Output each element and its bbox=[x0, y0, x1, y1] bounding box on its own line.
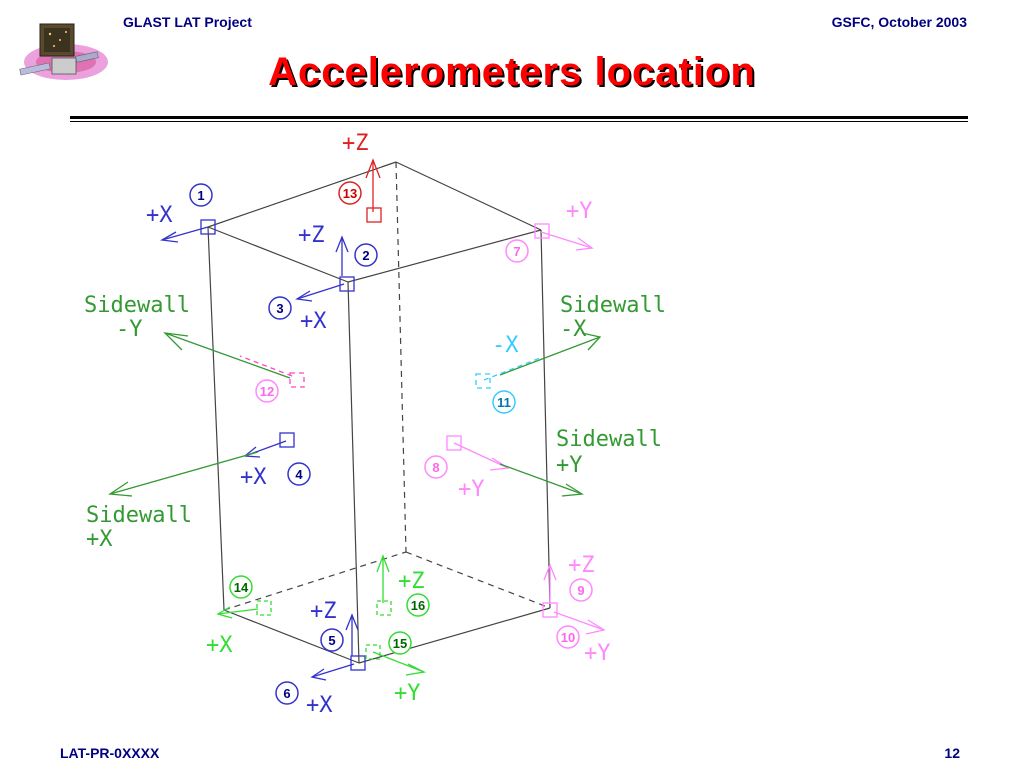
title-rule-thin bbox=[70, 121, 968, 122]
svg-text:12: 12 bbox=[260, 384, 274, 399]
arrow-3-x bbox=[295, 276, 355, 302]
label-sidewall-pos-x-1: Sidewall bbox=[86, 503, 192, 528]
svg-text:14: 14 bbox=[234, 580, 249, 595]
arrow-14-x bbox=[216, 600, 272, 619]
marker-15: 15 bbox=[388, 631, 412, 655]
svg-text:16: 16 bbox=[411, 598, 425, 613]
svg-text:6: 6 bbox=[283, 686, 290, 701]
marker-1: 1 bbox=[189, 183, 213, 207]
marker-16: 16 bbox=[406, 593, 430, 617]
svg-text:8: 8 bbox=[432, 460, 439, 475]
arrow-10-y bbox=[553, 611, 606, 635]
label-sidewall-pos-x-2: +X bbox=[86, 527, 113, 552]
svg-text:2: 2 bbox=[362, 248, 369, 263]
svg-text:4: 4 bbox=[295, 467, 303, 482]
label-sidewall-pos-y-2: +Y bbox=[556, 453, 583, 478]
box-hidden-edges bbox=[223, 161, 551, 611]
arrow-9-z bbox=[542, 563, 558, 618]
marker-11: 11 bbox=[492, 390, 516, 414]
marker-3: 3 bbox=[268, 296, 292, 320]
footer-doc-id: LAT-PR-0XXXX bbox=[60, 745, 160, 761]
svg-text:10: 10 bbox=[561, 630, 575, 645]
label-sidewall-neg-y-2: -Y bbox=[116, 317, 143, 342]
marker-14: 14 bbox=[229, 575, 253, 599]
label-y8: +Y bbox=[458, 477, 485, 502]
arrow-sidewall-pos-x bbox=[108, 451, 259, 497]
slide-title: Accelerometers location bbox=[268, 50, 756, 94]
svg-text:13: 13 bbox=[343, 186, 357, 201]
label-z16: +Z bbox=[398, 569, 425, 594]
marker-2: 2 bbox=[354, 243, 378, 267]
marker-13: 13 bbox=[338, 181, 362, 205]
marker-7: 7 bbox=[505, 239, 529, 263]
label-x14: +X bbox=[206, 633, 233, 658]
box-frame bbox=[207, 161, 551, 664]
label-z2: +Z bbox=[298, 223, 325, 248]
label-x4: +X bbox=[240, 465, 267, 490]
header-date: GSFC, October 2003 bbox=[831, 14, 967, 30]
svg-text:3: 3 bbox=[276, 301, 283, 316]
marker-8: 8 bbox=[424, 455, 448, 479]
marker-9: 9 bbox=[569, 578, 593, 602]
arrow-15-y bbox=[365, 644, 427, 676]
glast-logo bbox=[14, 14, 114, 90]
arrow-sidewall-pos-y bbox=[499, 463, 584, 497]
marker-4: 4 bbox=[287, 462, 311, 486]
label-z5: +Z bbox=[310, 599, 337, 624]
svg-text:7: 7 bbox=[513, 244, 520, 259]
label-x6: +X bbox=[306, 693, 333, 718]
arrow-1-x bbox=[159, 219, 216, 243]
arrow-sidewall-neg-x bbox=[499, 332, 602, 376]
arrow-5-z bbox=[345, 613, 366, 671]
marker-10: 10 bbox=[556, 625, 580, 649]
label-top-z: +Z bbox=[342, 131, 369, 156]
svg-text:5: 5 bbox=[328, 633, 335, 648]
marker-12: 12 bbox=[255, 379, 279, 403]
arrow-13-z bbox=[365, 158, 382, 223]
label-x3: +X bbox=[300, 309, 327, 334]
label-sidewall-neg-x-2: -X bbox=[560, 317, 587, 342]
label-sidewall-pos-y-1: Sidewall bbox=[556, 427, 662, 452]
footer-page-number: 12 bbox=[944, 745, 960, 761]
label-y10: +Y bbox=[584, 641, 611, 666]
label-sidewall-neg-x-1: Sidewall bbox=[560, 293, 666, 318]
svg-text:11: 11 bbox=[497, 395, 511, 410]
marker-6: 6 bbox=[275, 681, 299, 705]
arrow-12-dashed bbox=[239, 355, 305, 388]
arrow-16-z bbox=[376, 554, 392, 616]
marker-5: 5 bbox=[320, 628, 344, 652]
svg-text:15: 15 bbox=[393, 636, 407, 651]
arrow-11-dashed bbox=[475, 357, 541, 389]
arrow-7-y bbox=[534, 223, 594, 251]
title-rule bbox=[70, 116, 968, 119]
label-sidewall-neg-y-1: Sidewall bbox=[84, 293, 190, 318]
label-neg-x-cyan: -X bbox=[492, 333, 519, 358]
arrow-2-z bbox=[335, 235, 349, 276]
arrow-8-y bbox=[446, 435, 510, 471]
svg-text:9: 9 bbox=[577, 583, 584, 598]
label-x1: +X bbox=[146, 203, 173, 228]
label-y7: +Y bbox=[566, 199, 593, 224]
svg-text:1: 1 bbox=[197, 188, 204, 203]
label-z9: +Z bbox=[568, 553, 595, 578]
header-project: GLAST LAT Project bbox=[123, 14, 252, 30]
label-y15: +Y bbox=[394, 681, 421, 706]
arrow-6-x bbox=[310, 663, 355, 681]
arrow-sidewall-neg-y bbox=[163, 332, 291, 379]
